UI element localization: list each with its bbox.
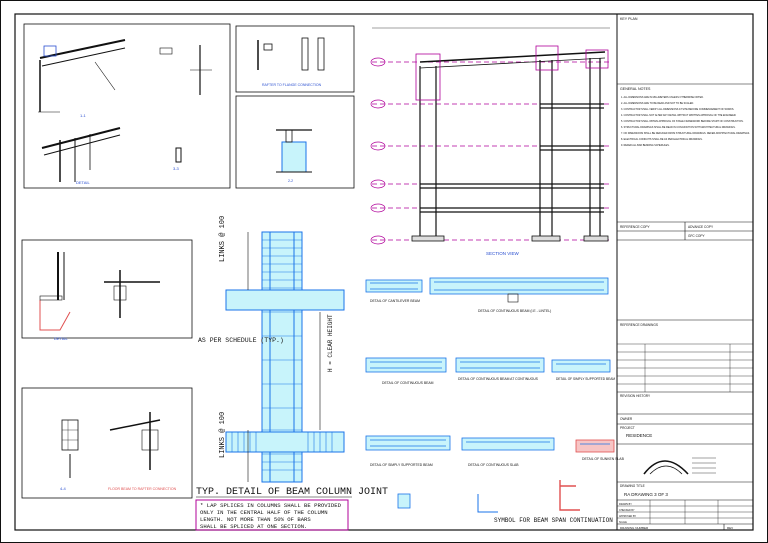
- beam-label-8: DETAIL OF SUNKEN SLAB: [582, 457, 625, 461]
- row-scale: SCALE: [619, 521, 627, 524]
- beam-label-2: DETAIL OF CONTINUOUS BEAM (I.E - LINTEL): [478, 309, 551, 313]
- detail-4: DETAIL: [21, 239, 193, 341]
- detail-5: 4-4 FLOOR BEAM TO RAFTER CONNECTION: [21, 387, 193, 499]
- beam-detail-7: DETAIL OF CONTINUOUS SLAB: [461, 437, 555, 467]
- reference-copy: REFERENCE COPY: [620, 225, 650, 229]
- beam-detail-4: DETAIL OF CONTINUOUS BEAM AT CONTINUOUS: [455, 357, 545, 381]
- beam-label-7: DETAIL OF CONTINUOUS SLAB: [468, 463, 519, 467]
- general-notes-title: GENERAL NOTES: [620, 87, 651, 91]
- beam-label-3: DETAIL OF CONTINUOUS BEAM: [382, 381, 434, 385]
- detail-3-label: RAFTER TO FLANGE CONNECTION: [262, 83, 322, 87]
- drawing-number-label: DRAWING NUMBER: [620, 526, 649, 530]
- beam-label-1: DETAIL OF CANTILEVER BEAM: [370, 299, 420, 303]
- note-4: 4. CONTRACTOR SHALL NOT ALTER ANY DETAIL…: [621, 114, 737, 117]
- note-6: 6. STRUCTURAL DRAWINGS SHALL BE READ IN …: [621, 126, 736, 129]
- beam-detail-1: DETAIL OF CANTILEVER BEAM: [365, 279, 423, 303]
- beam-detail-8: DETAIL OF SUNKEN SLAB: [575, 439, 625, 461]
- detail-2-2-label: 2-2: [288, 179, 293, 183]
- beam-label-5: DETAIL OF SIMPLY SUPPORTED BEAM: [556, 377, 615, 381]
- joint-links-bottom: LINKS @ 100: [219, 412, 227, 458]
- detail-2-label: DETAIL: [76, 180, 90, 185]
- project-name: RESIDENCE: [626, 433, 652, 438]
- beam-label-6: DETAIL OF SIMPLY SUPPORTED BEAM: [370, 463, 433, 467]
- joint-note-2: ONLY IN THE CENTRAL HALF OF THE COLUMN: [200, 509, 328, 516]
- note-9: 9. REFER ALL BAR BENDING SCHEDULES.: [621, 144, 670, 147]
- row-drawn-by: DRAWN BY: [619, 503, 632, 506]
- advance-copy: ADVANCE COPY: [688, 225, 714, 229]
- owner-label: OWNER: [620, 417, 633, 421]
- note-5: 5. CONTRACTOR SHALL OBTAIN APPROVAL OF S…: [621, 120, 744, 123]
- joint-schedule-note: AS PER SCHEDULE (TYP.): [198, 337, 284, 344]
- beam-details: DETAIL OF CANTILEVER BEAM DETAIL OF CONT…: [365, 277, 625, 524]
- note-3: 3. CONTRACTOR SHALL VERIFY ALL DIMENSION…: [621, 108, 735, 111]
- row-approved-by: APPROVED BY: [619, 515, 637, 518]
- drawing-title: RA DRAWING 3 OF 3: [624, 492, 668, 497]
- key-plan-label: KEY PLAN: [620, 17, 638, 21]
- rev-label: REV: [727, 526, 733, 530]
- beam-detail-2: DETAIL OF CONTINUOUS BEAM (I.E - LINTEL): [429, 277, 609, 313]
- note-1: 1. ALL DIMENSIONS ARE IN MILLIMETERS UNL…: [621, 96, 704, 99]
- joint-links-top: LINKS @ 100: [219, 216, 227, 262]
- project-label: PROJECT: [620, 426, 635, 430]
- joint-note-1: * LAP SPLICES IN COLUMNS SHALL BE PROVID…: [200, 502, 342, 509]
- detail-5-label: FLOOR BEAM TO RAFTER CONNECTION: [108, 487, 177, 491]
- beam-detail-3: DETAIL OF CONTINUOUS BEAM: [365, 357, 447, 385]
- detail-1-label: 1-1: [80, 113, 87, 118]
- detail-2: RAFTER TO FLANGE CONNECTION: [235, 25, 355, 93]
- title-block: KEY PLAN GENERAL NOTES 1. ALL DIMENSIONS…: [616, 13, 754, 531]
- frame-section-view: SECTION VIEW: [370, 27, 610, 256]
- joint-title: TYP. DETAIL OF BEAM COLUMN JOINT: [196, 487, 388, 498]
- detail-4-4-label: 4-4: [60, 486, 67, 491]
- firm-logo: [643, 457, 716, 475]
- beam-label-4: DETAIL OF CONTINUOUS BEAM AT CONTINUOUS: [458, 377, 539, 381]
- row-checked-by: CHECKED BY: [619, 509, 635, 512]
- detail-1: 1-1 DETAIL 3-3: [23, 23, 231, 189]
- beam-symbol-label: SYMBOL FOR BEAM SPAN CONTINUATION: [494, 517, 613, 524]
- detail-3: 2-2: [235, 95, 355, 189]
- note-7: 7. NO DIMENSIONS SHALL BE DEDUCED FROM S…: [621, 132, 750, 135]
- note-2: 2. ALL DIMENSIONS ARE TO BE READ AND NOT…: [621, 102, 694, 105]
- beam-detail-5: DETAIL OF SIMPLY SUPPORTED BEAM: [551, 359, 615, 381]
- frame-title: SECTION VIEW: [486, 251, 520, 256]
- note-8: 8. ELECTRICAL CONDUITS SHALL BE AS PER E…: [621, 138, 703, 141]
- beam-detail-6: DETAIL OF SIMPLY SUPPORTED BEAM: [365, 435, 451, 467]
- drawing-title-label: DRAWING TITLE: [620, 484, 645, 488]
- gfc-copy: GFC COPY: [688, 234, 706, 238]
- beam-column-joint: LINKS @ 100 AS PER SCHEDULE (TYP.) LINKS…: [195, 216, 388, 531]
- joint-note-3: LENGTH. NOT MORE THAN 50% OF BARS: [200, 516, 311, 523]
- revision-history: REVISION HISTORY: [620, 394, 651, 398]
- detail-4-label: DETAIL: [54, 336, 68, 341]
- joint-note-4: SHALL BE SPLICED AT ONE SECTION.: [200, 523, 307, 530]
- reference-drawings: REFERENCE DRAWINGS: [620, 323, 658, 327]
- joint-clear-height: H = CLEAR HEIGHT: [327, 314, 334, 372]
- detail-3-3-label: 3-3: [173, 166, 180, 171]
